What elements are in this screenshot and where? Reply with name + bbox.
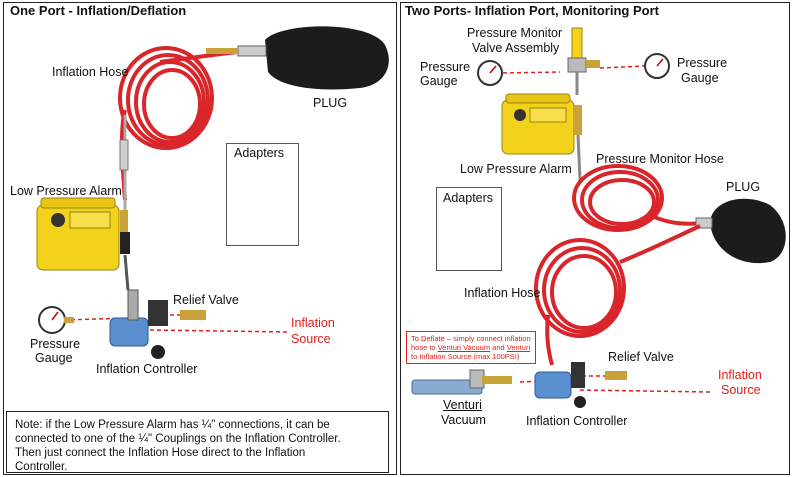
right-pressure-gauge-left-1: Pressure	[420, 60, 471, 74]
left-pressure-gauge-label-1: Pressure	[30, 337, 81, 351]
left-controller-icon	[109, 289, 206, 359]
left-inflation-controller-label: Inflation Controller	[96, 362, 198, 376]
right-pressure-gauge-left-2: Gauge	[420, 74, 458, 88]
right-gauge-left-icon	[477, 60, 503, 86]
deflate-line-3: to Inflation Source (max 100PSI)	[411, 352, 520, 361]
right-pmva-label-1: Pressure Monitor	[467, 26, 563, 40]
left-note-box: Note: if the Low Pressure Alarm has ¼" c…	[6, 411, 389, 473]
right-venturi-icon	[411, 369, 512, 395]
right-title: Two Ports- Inflation Port, Monitoring Po…	[405, 3, 659, 18]
deflate-venturi-vacuum: Venturi Vacuum	[437, 343, 491, 352]
right-alarm-icon	[501, 93, 582, 155]
right-gauge-right-icon	[644, 53, 670, 79]
right-inflation-hose-label: Inflation Hose	[464, 286, 541, 300]
deflate-text-c: and	[490, 343, 507, 352]
left-adapters-label: Adapters	[234, 146, 285, 160]
deflate-text-a: hose to	[411, 343, 438, 352]
left-plug-label: PLUG	[313, 96, 348, 110]
left-gauge-icon	[38, 306, 74, 334]
deflate-line-1: To Deflate – simply connect inflation	[411, 334, 531, 343]
right-inflation-hose	[534, 224, 701, 366]
left-relief-valve-label: Relief Valve	[173, 293, 239, 307]
right-pmva-icon	[567, 27, 600, 95]
right-pressure-monitor-hose-label: Pressure Monitor Hose	[596, 152, 724, 166]
right-relief-valve-label: Relief Valve	[608, 350, 674, 364]
right-pressure-gauge-right-2: Gauge	[681, 71, 719, 85]
left-inflation-hose-label: Inflation Hose	[52, 65, 129, 79]
deflate-venturi: Venturi	[506, 343, 531, 352]
note-line-4: Controller.	[15, 461, 68, 473]
left-title: One Port - Inflation/Deflation	[10, 3, 187, 18]
left-adapters-box	[226, 143, 299, 246]
right-pressure-gauge-right-1: Pressure	[677, 56, 728, 70]
right-adapters-box	[436, 187, 502, 271]
note-line-2: connected to one of the ¼" Couplings on …	[15, 433, 341, 445]
right-plug-icon	[695, 198, 786, 264]
left-low-pressure-alarm-label: Low Pressure Alarm	[10, 184, 122, 198]
right-controller-icon	[534, 362, 627, 408]
right-venturi-label-2: Vacuum	[441, 413, 486, 427]
left-inflation-source-label-1: Inflation	[291, 316, 335, 330]
right-inflation-source-label-2: Source	[721, 383, 761, 397]
left-inflation-source-label-2: Source	[291, 332, 331, 346]
deflate-note-box: To Deflate – simply connect inflation ho…	[406, 331, 536, 364]
right-inflation-controller-label: Inflation Controller	[526, 414, 628, 428]
right-monitor-hose	[572, 164, 713, 232]
deflate-line-2: hose to Venturi Vacuum and Venturi	[411, 343, 531, 352]
right-plug-label: PLUG	[726, 180, 761, 194]
right-low-pressure-alarm-label: Low Pressure Alarm	[460, 162, 572, 176]
right-venturi-label-1: Venturi	[443, 398, 482, 412]
right-adapters-label: Adapters	[443, 191, 494, 205]
left-pressure-gauge-label-2: Gauge	[35, 351, 73, 365]
right-inflation-source-label-1: Inflation	[718, 368, 762, 382]
left-plug-icon	[206, 26, 389, 90]
left-alarm-icon	[36, 197, 130, 271]
note-line-3: Then just connect the Inflation Hose dir…	[15, 447, 306, 459]
right-pmva-label-2: Valve Assembly	[472, 41, 560, 55]
note-line-1: Note: if the Low Pressure Alarm has ¼" c…	[15, 419, 330, 431]
